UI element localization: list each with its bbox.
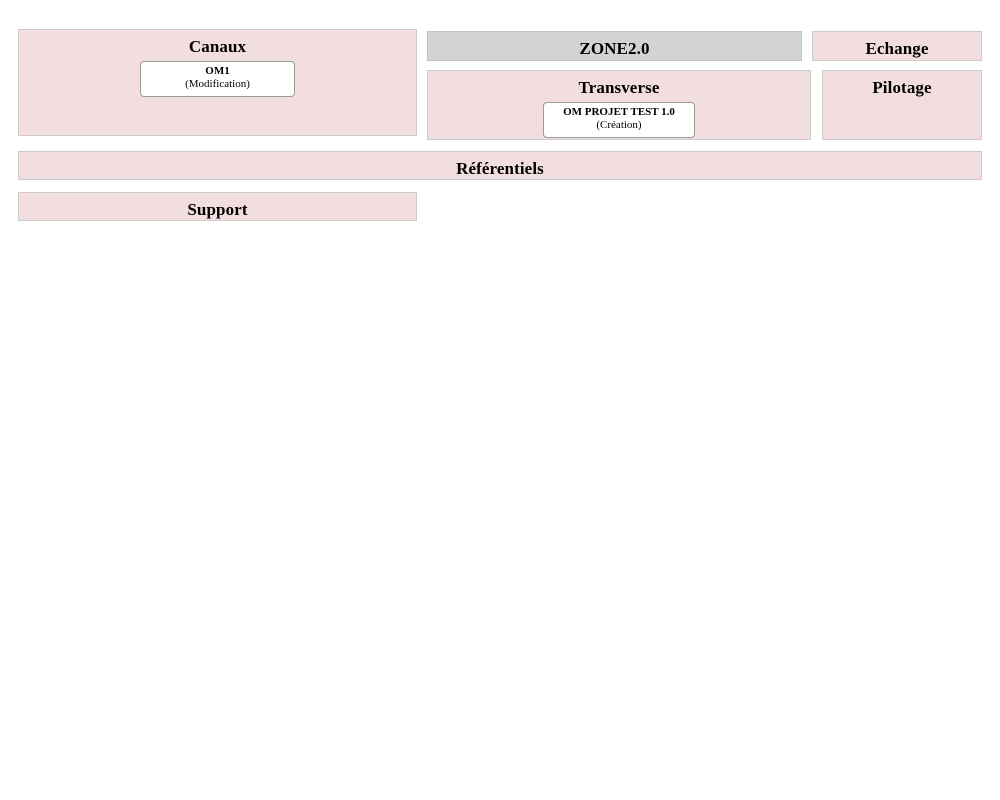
zone-panel-transverse[interactable]: Transverse OM PROJET TEST 1.0 (Création)	[427, 70, 811, 140]
zone-title-support: Support	[187, 200, 248, 219]
zone-title-canaux: Canaux	[188, 37, 247, 56]
application-card-name: OM PROJET TEST 1.0	[563, 105, 675, 118]
zone-panel-referentiels[interactable]: Référentiels	[18, 151, 982, 180]
zone-title-referentiels: Référentiels	[456, 159, 544, 178]
application-card-name: OM1	[205, 64, 230, 77]
zone-panel-canaux[interactable]: Canaux OM1 (Modification)	[18, 29, 417, 136]
zone-panel-echange[interactable]: Echange	[812, 31, 982, 61]
application-card-state: (Modification)	[185, 78, 250, 91]
application-card-om1[interactable]: OM1 (Modification)	[140, 60, 295, 98]
application-card-om-projet-test[interactable]: OM PROJET TEST 1.0 (Création)	[543, 101, 695, 139]
zone-panel-zone20[interactable]: ZONE2.0	[427, 31, 802, 61]
application-card-state: (Création)	[596, 119, 642, 132]
zone-panel-support[interactable]: Support	[18, 192, 417, 221]
zone-title-zone20: ZONE2.0	[579, 39, 650, 58]
zone-title-echange: Echange	[865, 39, 929, 58]
zone-title-pilotage: Pilotage	[872, 78, 932, 97]
zone-title-transverse: Transverse	[578, 78, 660, 97]
zone-panel-pilotage[interactable]: Pilotage	[822, 70, 982, 140]
